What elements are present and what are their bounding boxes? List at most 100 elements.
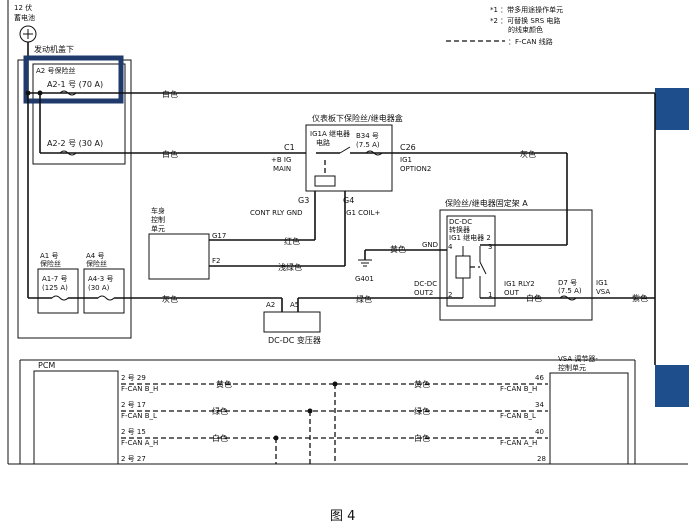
fuse-a4-3-symbol (97, 295, 115, 301)
fuse-a4-3-box (83, 268, 125, 314)
wire-label-yellow-1: 黄色 (390, 244, 406, 254)
pin-a2: A2 (266, 301, 275, 309)
pin-c1: C1 (284, 143, 295, 152)
vsa-box (549, 372, 629, 465)
relay-2-switch (479, 261, 487, 275)
can-name-l-1: F-CAN B_H (121, 385, 158, 393)
fuse-a2-1-label: A2-1 号 (70 A) (47, 80, 103, 89)
dash-box-title: 仪表板下保险丝/继电器盒 (312, 113, 403, 123)
pin-ig1-vsa-1: IG1 (596, 279, 608, 287)
vsa-label-2: 控制单元 (558, 363, 586, 372)
can-name-r-1: F-CAN B_H (500, 385, 537, 393)
pin-g4: G4 (343, 196, 354, 205)
relay-contact-switch (339, 146, 351, 154)
can-pin-l-2: 2 号 17 (121, 401, 146, 409)
pin-dcdc-out-1: DC-DC (414, 280, 437, 288)
relay-coil (314, 175, 336, 187)
body-ctrl-label-2: 控制 (151, 215, 165, 224)
fuse-a4-label-2: 保险丝 (86, 259, 107, 268)
ig1-relay-2-coil (455, 255, 471, 279)
dash-fuse-box (305, 124, 393, 192)
ig1a-relay-label-1: IG1A 继电器 (310, 129, 350, 138)
can-pin-l-3: 2 号 15 (121, 428, 146, 436)
relay-a-label-2: 转换器 (449, 225, 470, 234)
pin-1: 1 (488, 291, 492, 299)
note-2b: 的线束颜色 (508, 25, 543, 34)
wire-label-light-green: 浅绿色 (278, 262, 302, 272)
can-pin-r-3: 40 (535, 428, 544, 436)
note-2a: *2 ：可替换 SRS 电路 (490, 16, 560, 25)
fuse-a4-label-1: A4 号 (86, 252, 104, 260)
relay-a-label-3: IG1 继电器 2 (449, 233, 491, 242)
figure-caption: 图 4 (330, 509, 355, 524)
can-wire-2a: 绿色 (212, 406, 228, 416)
relay-box-a-outer (439, 209, 593, 321)
wire-label-white-3: 白色 (526, 293, 542, 303)
pin-4: 4 (448, 243, 453, 251)
engine-bay-label: 发动机盖下 (34, 44, 74, 54)
pin-option2: OPTION2 (400, 165, 431, 173)
wire-label-gray-2: 灰色 (162, 294, 178, 304)
wire-label-pink: 紫色 (632, 293, 648, 303)
note-1: *1 ：带多用途操作单元 (490, 5, 563, 14)
fuse-a1-7-label-2: (125 A) (42, 284, 68, 292)
fuse-box-a2 (32, 63, 126, 165)
page-ref-tab-top (655, 88, 689, 130)
can-wire-3b: 白色 (414, 433, 430, 443)
battery-label-2: 蓄电池 (14, 13, 35, 22)
fuse-a1-7-box (37, 268, 79, 314)
pin-gnd: GND (422, 241, 438, 249)
can-name-r-3: F-CAN A_H (500, 439, 537, 447)
body-control-unit (148, 233, 210, 280)
fuse-a1-7-label-1: A1-7 号 (42, 275, 67, 283)
pin-g17: G17 (212, 232, 226, 240)
pin-cont-rly-gnd: CONT RLY GND (250, 209, 303, 217)
wire-label-gray-1: 灰色 (520, 149, 536, 159)
fuse-d7-label-1: D7 号 (558, 279, 577, 287)
can-wire-1a: 黄色 (216, 379, 232, 389)
pin-ig1-vsa-2: VSA (596, 288, 610, 296)
ig1a-relay-label-2: 电路 (316, 138, 330, 147)
pin-dcdc-out-2: OUT2 (414, 289, 433, 297)
relay-box-a-title: 保险丝/继电器固定架 A (445, 198, 528, 208)
pin-ig1-coil: IG1 COIL+ (344, 209, 381, 217)
pcm-box (33, 370, 119, 465)
can-name-l-2: F-CAN B_L (121, 412, 157, 420)
body-ctrl-label-1: 车身 (151, 206, 165, 215)
can-wire-3a: 白色 (212, 433, 228, 443)
pin-main: MAIN (273, 165, 291, 173)
pin-2: 2 (448, 291, 452, 299)
pin-ig1-rly2-2: OUT (504, 289, 520, 297)
fuse-a1-label-1: A1 号 (40, 252, 58, 260)
fuse-box-a2-label: A2 号保险丝 (36, 66, 75, 75)
can-pin-r-1: 46 (535, 374, 544, 382)
pcm-label: PCM (38, 361, 55, 370)
fuse-a4-3-label-1: A4-3 号 (88, 275, 113, 283)
pin-a5: A5 (290, 301, 299, 309)
wire-label-white-2: 白色 (162, 149, 178, 159)
wire-label-green-1: 绿色 (356, 294, 372, 304)
can-pin-l-4: 2 号 27 (121, 455, 146, 463)
fuse-a4-3-label-2: (30 A) (88, 284, 110, 292)
highlight-a2-1 (23, 55, 124, 104)
can-name-r-2: F-CAN B_L (500, 412, 536, 420)
fuse-a1-7-symbol (51, 295, 69, 301)
can-pin-l-1: 2 号 29 (121, 374, 146, 382)
ground-label: G401 (355, 275, 374, 283)
relay-a-label-1: DC-DC (449, 218, 472, 226)
can-name-l-3: F-CAN A_H (121, 439, 158, 447)
pin-c26: C26 (400, 143, 416, 152)
pin-g3: G3 (298, 196, 309, 205)
pin-ig1-rly2-1: IG1 RLY2 (504, 280, 535, 288)
fuse-d7-label-2: (7.5 A) (558, 287, 582, 295)
vsa-label-1: VSA 调节器- (558, 354, 598, 363)
note-3: ：F-CAN 线路 (508, 37, 553, 46)
can-pin-r-4: 28 (537, 455, 546, 463)
can-pin-r-2: 34 (535, 401, 544, 409)
fuse-a1-label-2: 保险丝 (40, 259, 61, 268)
wire-label-red: 红色 (284, 236, 300, 246)
page-ref-tab-bottom (655, 365, 689, 407)
body-ctrl-label-3: 单元 (151, 224, 165, 233)
can-wire-1b: 黄色 (414, 379, 430, 389)
